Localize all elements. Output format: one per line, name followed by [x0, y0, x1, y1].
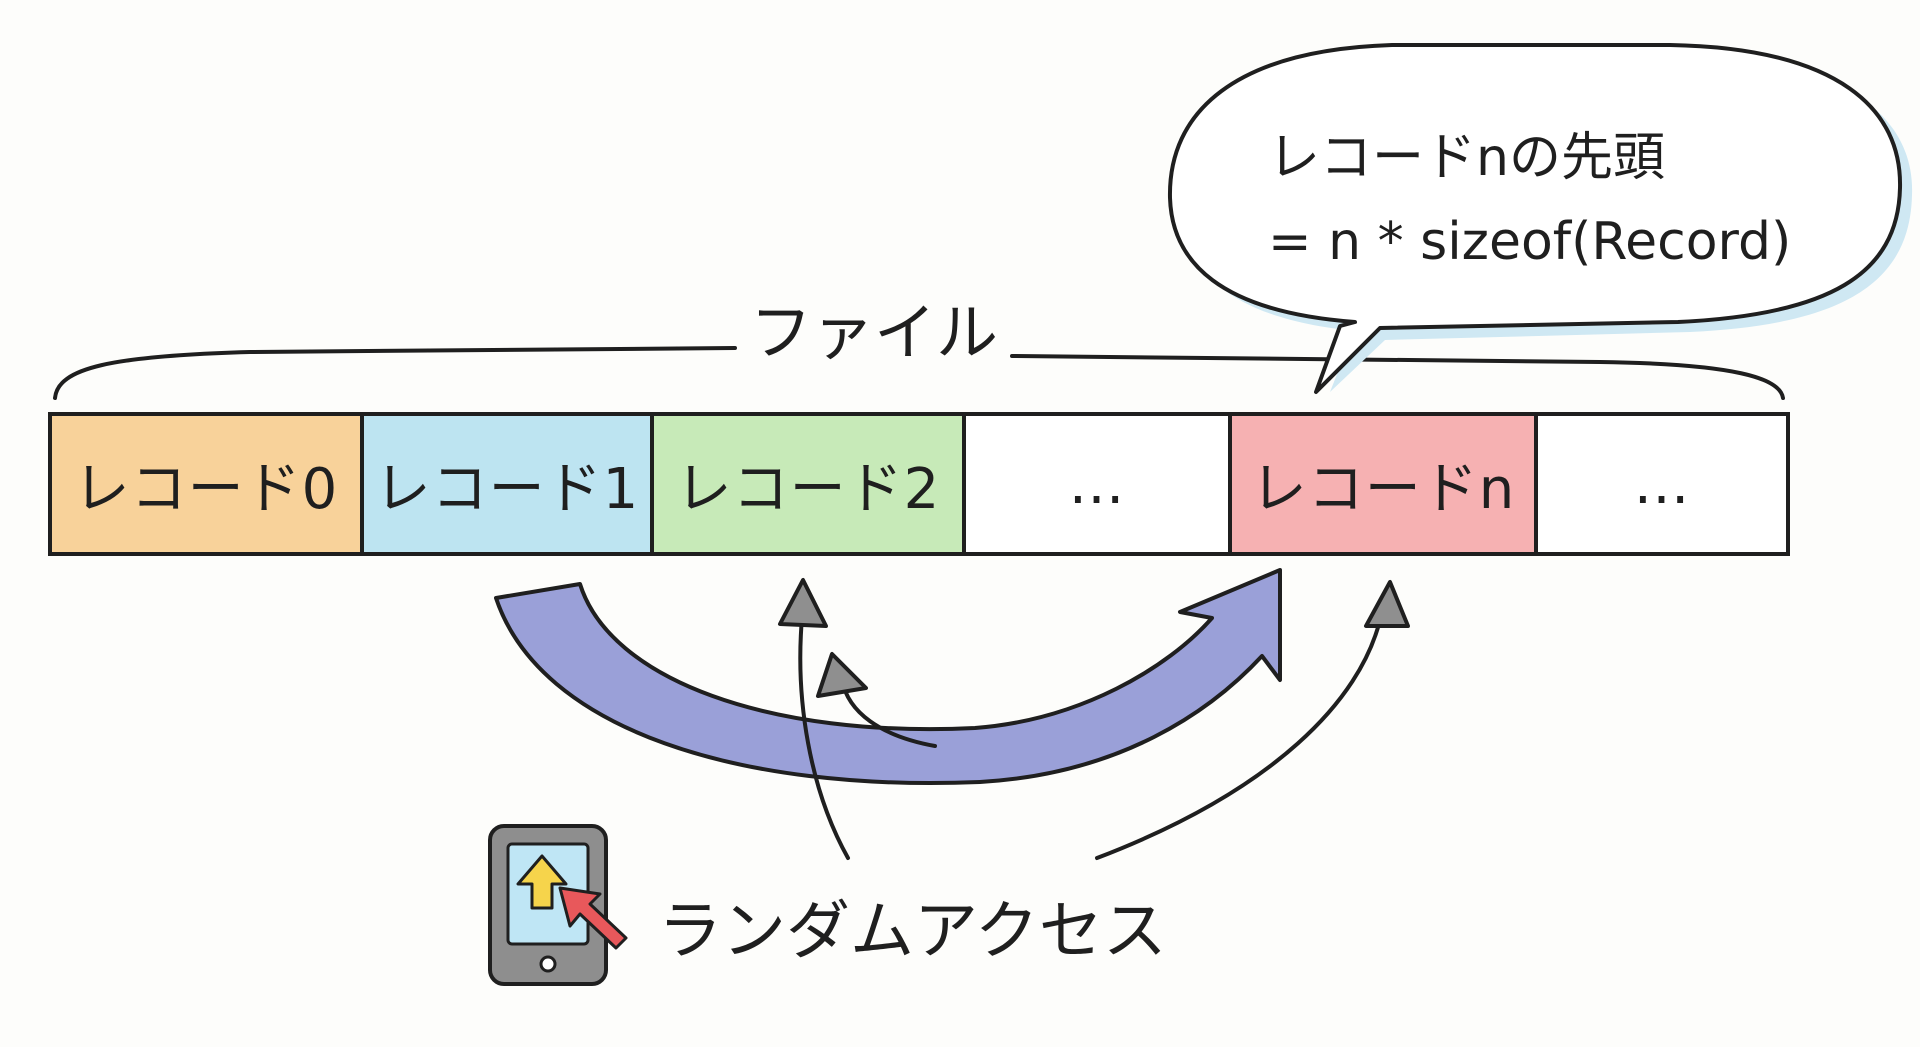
record-label: … — [1633, 451, 1691, 517]
file-brace-right — [1010, 354, 1785, 400]
file-label: ファイル — [750, 296, 999, 369]
record-cell: レコードn — [1228, 412, 1538, 556]
up-arrow-icon — [516, 854, 568, 910]
record-label: レコードn — [1250, 456, 1516, 522]
record-cell: … — [962, 412, 1232, 556]
record-label: … — [1068, 451, 1126, 517]
offset-formula: = n * sizeof(Record) — [1268, 212, 1792, 272]
access-arrowhead-record-n — [1364, 580, 1410, 628]
record-label: レコード2 — [675, 456, 941, 522]
access-arrowhead-inner — [816, 652, 868, 698]
record-label: レコード0 — [73, 456, 339, 522]
jump-arrow — [494, 568, 1282, 786]
file-brace-left — [53, 346, 737, 400]
record-cell: レコード1 — [360, 412, 654, 556]
access-arrowhead-record-2 — [778, 578, 828, 628]
speech-bubble — [1167, 43, 1903, 394]
access-line-to-record-2 — [798, 616, 850, 860]
record-cell: レコード0 — [48, 412, 364, 556]
record-cell: レコード2 — [650, 412, 966, 556]
random-access-label: ランダムアクセス — [658, 895, 1167, 969]
record-cell: … — [1534, 412, 1790, 556]
record-n-start-label: レコードnの先頭 — [1268, 128, 1665, 188]
access-line-to-record-n — [1095, 618, 1382, 860]
record-label: レコード1 — [374, 456, 640, 522]
pointer-arrow-icon — [558, 886, 628, 950]
